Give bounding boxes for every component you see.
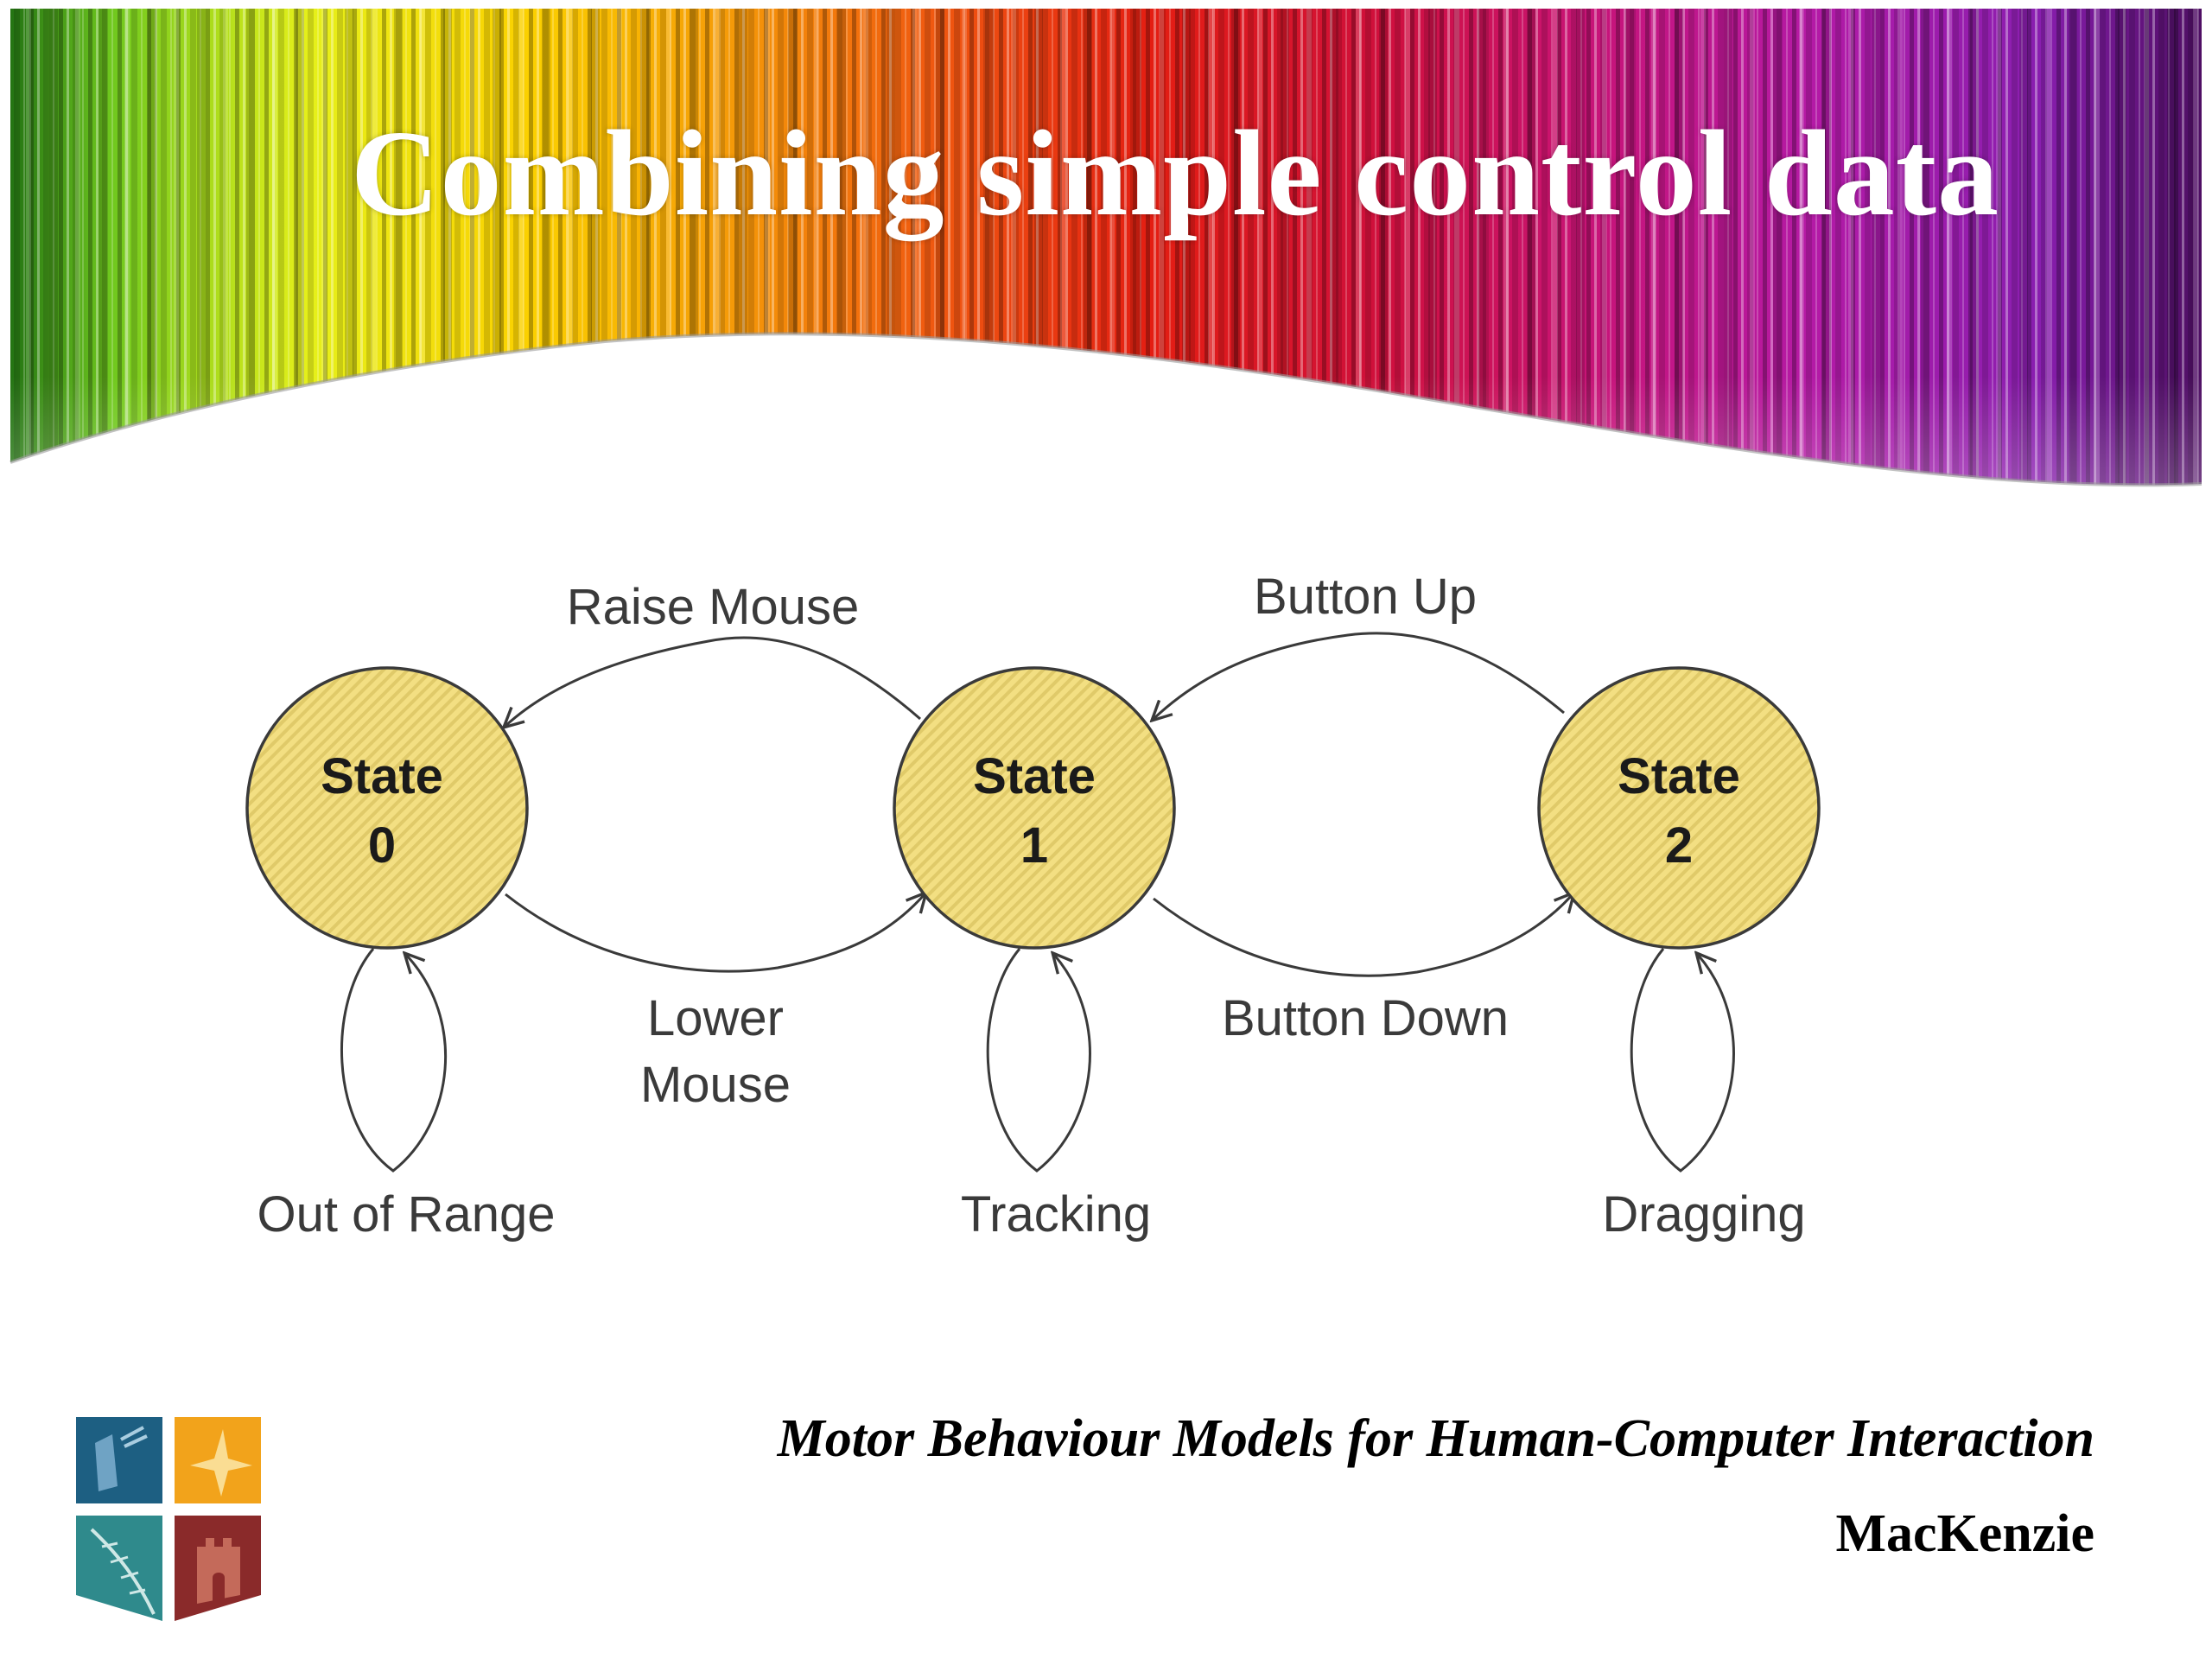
self-loop-state-2	[1630, 948, 1735, 1173]
label-lower-mouse-line2: Mouse	[640, 1057, 791, 1113]
state-0-line1: State	[321, 748, 443, 804]
state-1-line1: State	[973, 748, 1096, 804]
state-1-line2: 1	[1020, 817, 1048, 874]
transition-button-down	[1153, 894, 1573, 977]
state-0-node: State 0	[245, 666, 529, 950]
label-tracking: Tracking	[961, 1186, 1151, 1243]
state-2-line1: State	[1618, 748, 1740, 804]
footer-book-title: Motor Behaviour Models for Human-Compute…	[777, 1409, 2094, 1468]
transition-lower-mouse	[505, 894, 925, 973]
slide-title: Combining simple control data	[350, 105, 2000, 241]
label-button-up: Button Up	[1254, 569, 1477, 625]
self-loop-state-0	[340, 948, 448, 1173]
label-out-of-range: Out of Range	[257, 1186, 556, 1243]
label-lower-mouse-line1: Lower	[647, 990, 784, 1046]
state-2-line2: 2	[1665, 817, 1693, 874]
state-0-line2: 0	[368, 817, 396, 874]
label-raise-mouse: Raise Mouse	[567, 579, 859, 635]
label-dragging: Dragging	[1602, 1186, 1805, 1243]
self-loop-state-1	[986, 948, 1091, 1173]
transition-button-up	[1154, 632, 1565, 719]
transition-raise-mouse	[505, 636, 921, 726]
state-1-node: State 1	[893, 666, 1176, 950]
footer-author: MacKenzie	[1835, 1504, 2094, 1563]
university-crest-icon	[76, 1417, 261, 1621]
label-button-down: Button Down	[1222, 990, 1509, 1046]
state-2-node: State 2	[1537, 666, 1821, 950]
rainbow-banner	[10, 9, 2202, 487]
